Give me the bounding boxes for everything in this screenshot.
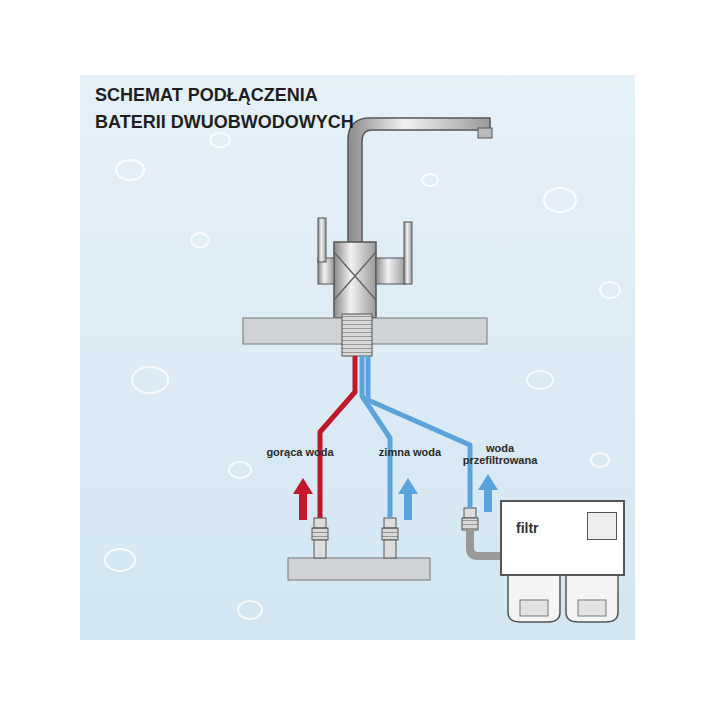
filter-box: filtr bbox=[500, 500, 625, 576]
filter-window bbox=[587, 512, 617, 540]
filter-label: filtr bbox=[502, 502, 623, 536]
pipe-label: zimna woda bbox=[375, 446, 445, 458]
diagram-title: SCHEMAT PODŁĄCZENIA BATERII DWUOBWODOWYC… bbox=[95, 82, 375, 136]
pipe-label: gorąca woda bbox=[265, 446, 335, 458]
pipe-label: woda przefiltrowana bbox=[455, 442, 545, 466]
